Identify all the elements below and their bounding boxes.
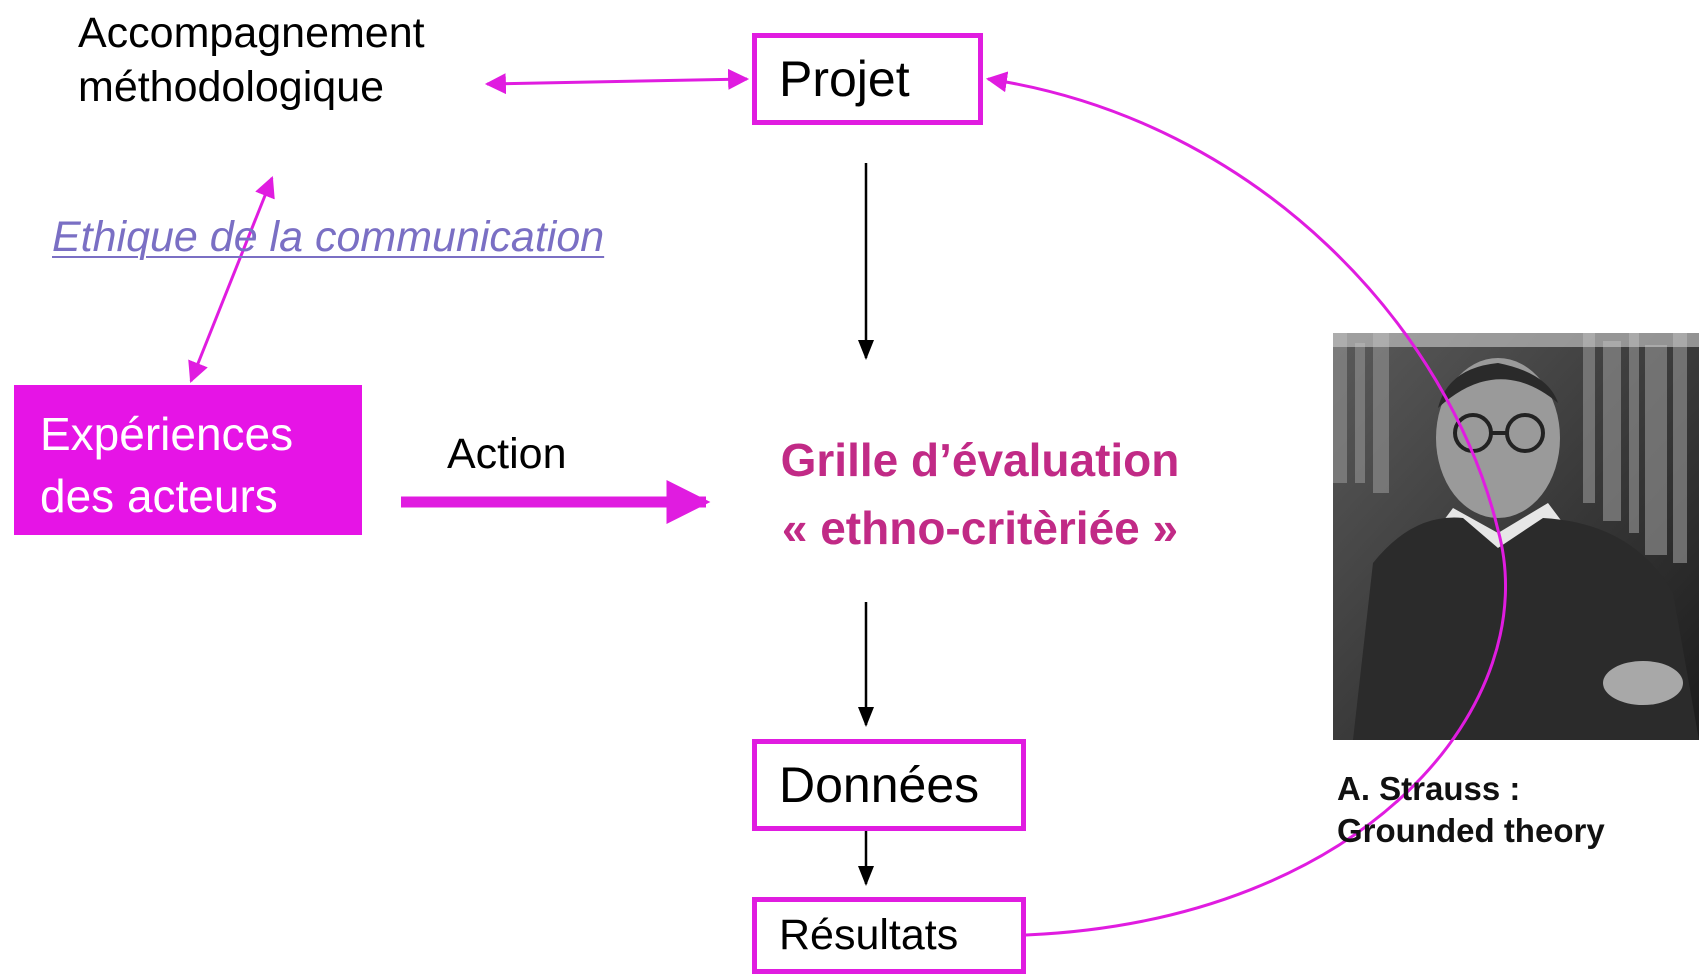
- grille-evaluation-label: Grille d’évaluation « ethno-critèriée »: [735, 426, 1225, 562]
- grille-line2: « ethno-critèriée »: [781, 502, 1179, 554]
- arrow-accompagnement-projet: [484, 68, 750, 95]
- ethique-communication-link[interactable]: Ethique de la communication: [52, 213, 605, 261]
- caption-line2: Grounded theory: [1337, 812, 1605, 849]
- experiences-line1: Expériences: [40, 408, 294, 460]
- donnees-box: Données: [752, 739, 1026, 831]
- experiences-line2: des acteurs: [40, 470, 278, 522]
- donnees-label: Données: [779, 757, 980, 813]
- projet-label: Projet: [779, 51, 910, 107]
- portrait-illustration: [1333, 333, 1699, 740]
- projet-box: Projet: [752, 33, 983, 125]
- accompagnement-line1: Accompagnement: [78, 9, 425, 57]
- strauss-portrait-photo: [1333, 333, 1699, 740]
- experiences-acteurs-box: Expériences des acteurs: [14, 385, 362, 535]
- photo-caption: A. Strauss : Grounded theory: [1337, 768, 1605, 852]
- caption-line1: A. Strauss :: [1337, 770, 1521, 807]
- accompagnement-line2: méthodologique: [78, 63, 385, 111]
- resultats-label: Résultats: [779, 911, 959, 959]
- grille-line1: Grille d’évaluation: [780, 434, 1180, 486]
- resultats-box: Résultats: [752, 897, 1026, 974]
- action-label: Action: [447, 430, 567, 478]
- accompagnement-methodologique-label: Accompagnement méthodologique: [78, 6, 425, 114]
- arrow-feedback-resultats-projet: [985, 71, 1508, 937]
- arrow-accompagnement-experiences: [188, 176, 275, 383]
